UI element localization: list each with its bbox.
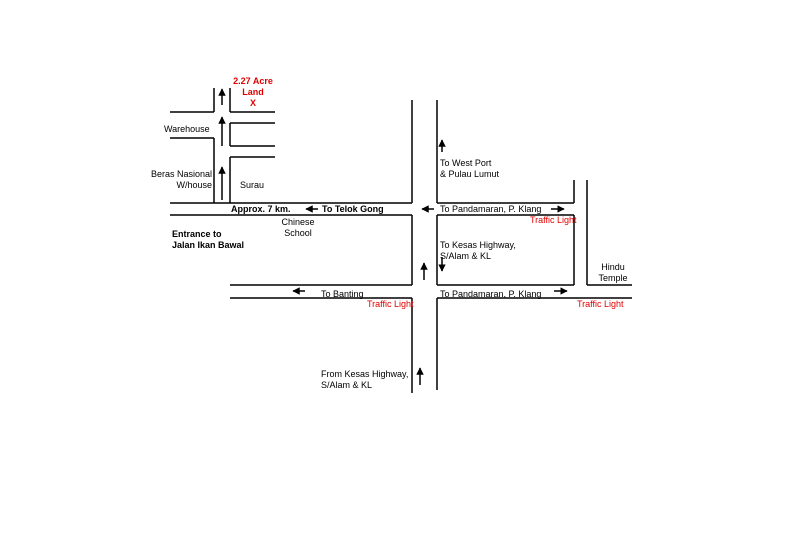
traffic-light-2-label: Traffic Light	[367, 299, 414, 309]
approx-distance-label: Approx. 7 km.	[231, 204, 291, 214]
to-pandamaran-top-label: To Pandamaran, P. Klang	[440, 204, 542, 214]
beras-label-line1: Beras Nasional	[150, 169, 212, 179]
from-kesas-line2: S/Alam & KL	[321, 380, 373, 390]
land-title-line3: X	[249, 98, 256, 108]
from-kesas-label: From Kesas Highway, S/Alam & KL	[321, 369, 408, 391]
to-west-port-line1: To West Port	[440, 158, 492, 168]
to-banting-label: To Banting	[321, 289, 364, 299]
entrance-label-line2: Jalan Ikan Bawal	[172, 240, 245, 250]
land-title-line1: 2.27 Acre	[233, 76, 273, 86]
hindu-temple-line1: Hindu	[601, 262, 625, 272]
hindu-temple-line2: Temple	[598, 273, 628, 283]
to-west-port-label: To West Port & Pulau Lumut	[440, 158, 499, 180]
traffic-light-1-label: Traffic Light	[530, 215, 577, 225]
to-telok-gong-label: To Telok Gong	[322, 204, 384, 214]
entrance-label: Entrance to Jalan Ikan Bawal	[172, 229, 244, 251]
beras-label-line2: W/house	[176, 180, 212, 190]
warehouse-label: Warehouse	[164, 124, 210, 134]
chinese-school-line1: Chinese	[281, 217, 315, 227]
entrance-label-line1: Entrance to	[172, 229, 222, 239]
to-pandamaran-bottom-label: To Pandamaran, P. Klang	[440, 289, 542, 299]
beras-label: Beras Nasional W/house	[150, 169, 212, 191]
to-kesas-line2: S/Alam & KL	[440, 251, 492, 261]
chinese-school-label: Chinese School	[275, 217, 321, 239]
to-kesas-label: To Kesas Highway, S/Alam & KL	[440, 240, 516, 262]
land-title: 2.27 Acre Land X	[218, 76, 288, 109]
from-kesas-line1: From Kesas Highway,	[321, 369, 409, 379]
hindu-temple-label: Hindu Temple	[594, 262, 632, 284]
to-west-port-line2: & Pulau Lumut	[440, 169, 500, 179]
to-kesas-line1: To Kesas Highway,	[440, 240, 516, 250]
chinese-school-line2: School	[284, 228, 312, 238]
land-title-line2: Land	[242, 87, 264, 97]
traffic-light-3-label: Traffic Light	[577, 299, 624, 309]
surau-label: Surau	[240, 180, 265, 190]
